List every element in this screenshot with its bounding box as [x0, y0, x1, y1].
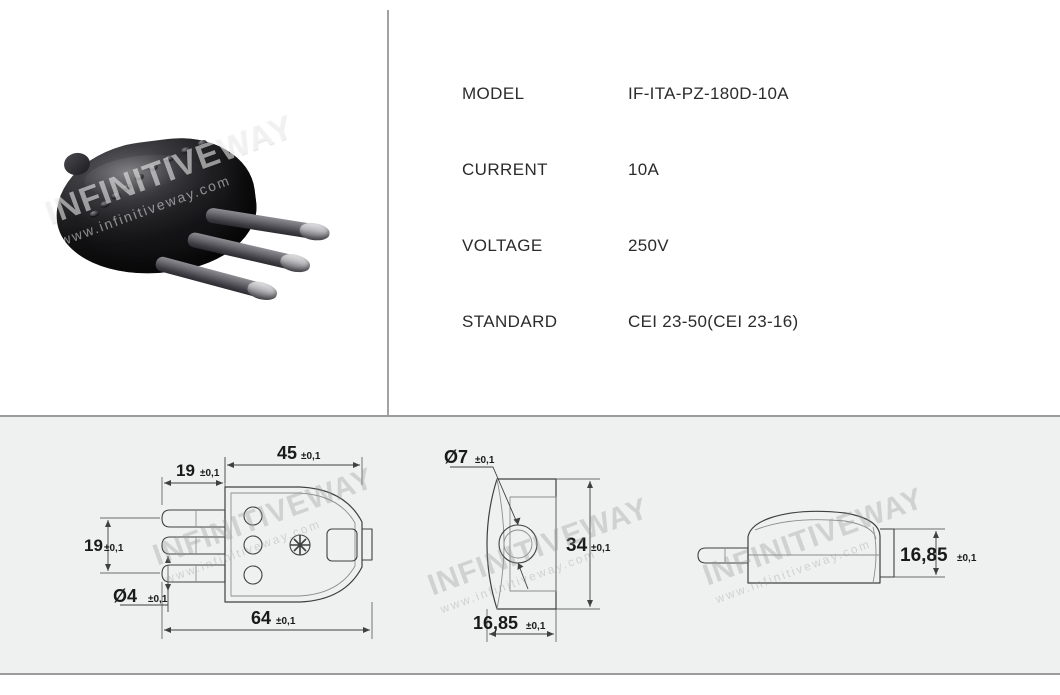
product-photo-panel: INFINITIVEWAY www.infinitiveway.com: [0, 0, 387, 415]
spec-label-model: MODEL: [462, 84, 525, 103]
dim-pin-spacing-tol: ±0,1: [104, 543, 124, 554]
dim-body-width-tol: ±0,1: [301, 451, 321, 462]
dim-hole-diameter: Ø7: [444, 447, 468, 467]
dim-body-width: 45: [277, 443, 297, 463]
dim-side-height: 34: [566, 535, 588, 556]
profile-view-drawing: [697, 510, 945, 584]
dim-total-width-tol: ±0,1: [276, 616, 296, 627]
dim-profile-thickness-tol: ±0,1: [957, 553, 977, 564]
vertical-divider: [387, 10, 389, 415]
dim-pin-diameter-tol: ±0,1: [148, 594, 168, 605]
spec-row-current: CURRENT 10A: [462, 160, 1022, 184]
spec-label-voltage: VOLTAGE: [462, 236, 543, 255]
dim-side-height-tol: ±0,1: [591, 543, 611, 554]
technical-drawings-svg: 19 ±0,1 45 ±0,1 64 ±0,1 19 ±0,1 Ø4 ±0,1 …: [84, 443, 977, 642]
spec-value-current: 10A: [628, 160, 660, 179]
technical-drawings-panel: 19 ±0,1 45 ±0,1 64 ±0,1 19 ±0,1 Ø4 ±0,1 …: [0, 415, 1060, 675]
spec-row-voltage: VOLTAGE 250V: [462, 236, 1022, 260]
front-view-drawing: [100, 457, 373, 639]
plug-pin-neutral: [154, 255, 279, 304]
dim-pin-length-tol: ±0,1: [200, 468, 220, 479]
side-view-drawing: [450, 466, 600, 642]
dim-pin-diameter: Ø4: [113, 586, 137, 606]
dim-pin-spacing: 19: [84, 536, 103, 555]
spec-label-standard: STANDARD: [462, 312, 558, 331]
dim-profile-thickness: 16,85: [900, 545, 948, 566]
dim-hole-diameter-tol: ±0,1: [475, 455, 495, 466]
product-photo: [38, 129, 338, 325]
dim-side-thickness-tol: ±0,1: [526, 621, 546, 632]
dim-pin-length: 19: [176, 461, 195, 480]
spec-label-current: CURRENT: [462, 160, 548, 179]
spec-row-standard: STANDARD CEI 23-50(CEI 23-16): [462, 312, 1022, 336]
spec-row-model: MODEL IF-ITA-PZ-180D-10A: [462, 84, 1022, 108]
dim-side-thickness: 16,85: [473, 613, 518, 633]
spec-value-voltage: 250V: [628, 236, 669, 255]
spec-value-model: IF-ITA-PZ-180D-10A: [628, 84, 789, 103]
dim-total-width: 64: [251, 608, 271, 628]
specification-panel: MODEL IF-ITA-PZ-180D-10A CURRENT 10A VOL…: [387, 0, 1060, 415]
spec-value-standard: CEI 23-50(CEI 23-16): [628, 312, 799, 331]
top-section: INFINITIVEWAY www.infinitiveway.com MODE…: [0, 0, 1060, 415]
